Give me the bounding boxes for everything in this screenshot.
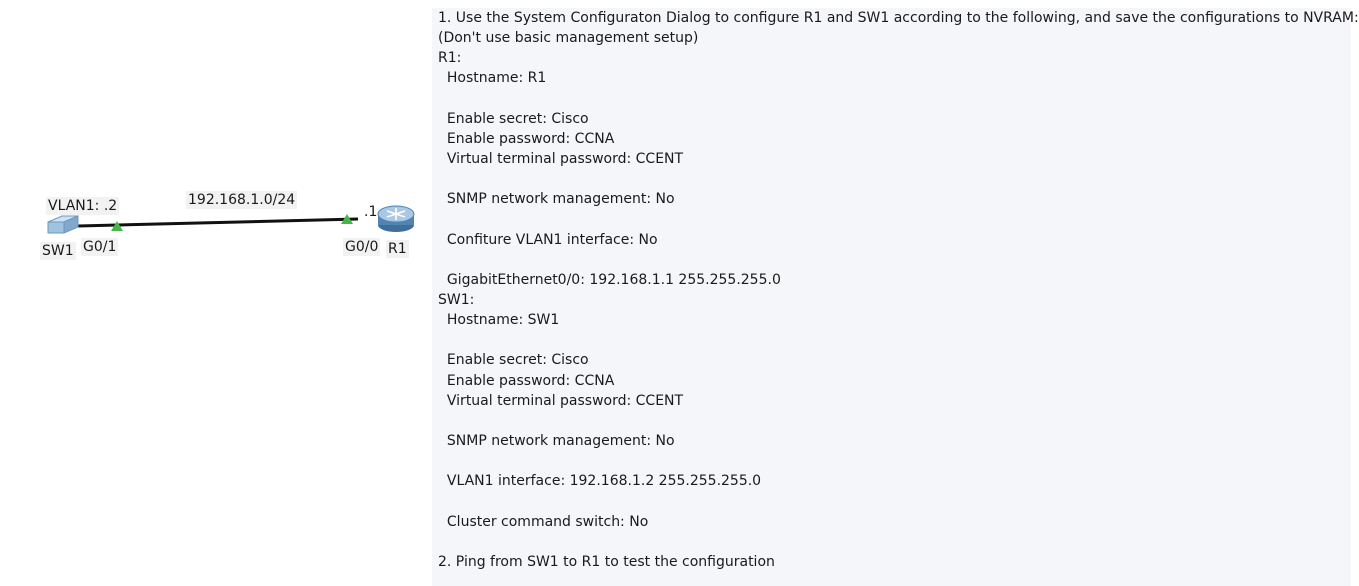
- instruction-line: Hostname: SW1: [438, 312, 560, 329]
- instruction-line: [438, 169, 1351, 189]
- router-icon[interactable]: [377, 205, 415, 232]
- instruction-line: [438, 491, 1351, 511]
- network-label: 192.168.1.0/24: [186, 191, 298, 209]
- instruction-line: SNMP network management: No: [438, 191, 675, 208]
- instruction-line: [438, 250, 1351, 270]
- instruction-line: SW1:: [438, 291, 475, 308]
- instruction-line: [438, 532, 1351, 552]
- instruction-line: VLAN1 interface: 192.168.1.2 255.255.255…: [438, 473, 762, 490]
- instruction-line: Enable secret: Cisco: [438, 110, 589, 127]
- instruction-line: Confiture VLAN1 interface: No: [438, 231, 658, 248]
- sw1-name-label: SW1: [40, 242, 76, 260]
- instruction-line: 1. Use the System Configuraton Dialog to…: [438, 10, 1359, 26]
- ethernet-link[interactable]: [77, 217, 359, 228]
- sw1-vlan-label: VLAN1: .2: [46, 197, 120, 215]
- instruction-line: Cluster command switch: No: [438, 513, 649, 530]
- r1-name-label: R1: [386, 240, 409, 258]
- instruction-line: Virtual terminal password: CCENT: [438, 392, 684, 409]
- r1-host-label: .1: [364, 204, 378, 220]
- instruction-line: Enable secret: Cisco: [438, 352, 589, 369]
- instruction-line: [438, 451, 1351, 471]
- instruction-line: Hostname: R1: [438, 70, 547, 87]
- instruction-line: Enable password: CCNA: [438, 130, 615, 147]
- network-topology: VLAN1: .2 192.168.1.0/24 .1 SW1 G0/1 G0/…: [0, 0, 432, 586]
- instruction-line: Enable password: CCNA: [438, 372, 615, 389]
- instruction-line: R1:: [438, 50, 462, 67]
- topology-canvas: [47, 205, 415, 234]
- instruction-line: [438, 330, 1351, 350]
- port-up-indicator-r1: [341, 214, 353, 224]
- instruction-line: [438, 89, 1351, 109]
- instruction-line: [438, 209, 1351, 229]
- r1-port-label: G0/0: [343, 238, 381, 256]
- instruction-line: (Don't use basic management setup): [438, 30, 699, 47]
- instruction-line: Virtual terminal password: CCENT: [438, 150, 684, 167]
- instruction-line: [438, 411, 1351, 431]
- instruction-line: 2. Ping from SW1 to R1 to test the confi…: [438, 553, 775, 570]
- instruction-line: SNMP network management: No: [438, 432, 675, 449]
- port-up-indicator-sw1: [111, 221, 123, 231]
- instruction-line: GigabitEthernet0/0: 192.168.1.1 255.255.…: [438, 271, 781, 288]
- sw1-port-label: G0/1: [81, 238, 119, 256]
- switch-icon[interactable]: [47, 215, 79, 234]
- instructions-note[interactable]: 1. Use the System Configuraton Dialog to…: [432, 8, 1359, 586]
